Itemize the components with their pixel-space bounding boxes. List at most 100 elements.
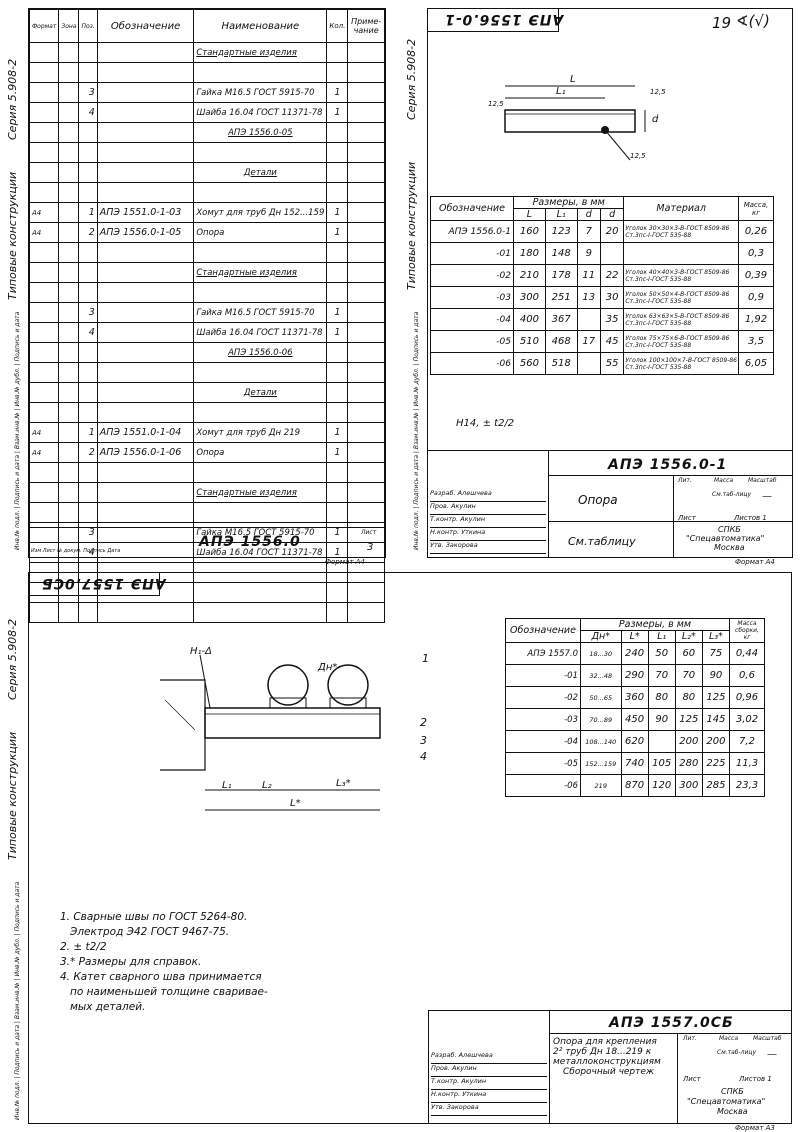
spec-qty (326, 142, 349, 163)
s3-L3: 125 (701, 686, 731, 709)
s2-L1: 367 (544, 308, 578, 331)
spec-format (28, 502, 60, 523)
spec-zone (58, 362, 80, 383)
spec-name: Опора (193, 222, 328, 243)
assy-pos4: 4 (420, 750, 427, 763)
spec-zone (58, 42, 80, 63)
sheet2-sheet: Лист (678, 514, 696, 522)
spec-note (347, 402, 385, 423)
sketch-L1: L₁ (556, 86, 566, 97)
sheet3-title: АПЭ 1557.0СБ (609, 1015, 734, 1031)
role-row: Утв. Закорова (431, 1103, 547, 1116)
s2-material-steel: Ст.3пс-I-ГОСТ 535-88 (625, 231, 692, 239)
s3-L2: 80 (674, 686, 703, 709)
s2-d2: 35 (599, 308, 625, 331)
s2-d2: 45 (599, 330, 625, 353)
spec-name (193, 282, 328, 303)
s3-L2: 200 (674, 730, 703, 753)
spec-qty (326, 282, 349, 303)
spec-format (28, 322, 60, 343)
s3-col-dn: Дн* (580, 630, 622, 643)
s3-L3: 225 (701, 752, 731, 775)
role-row: Разраб. Алешчева (430, 489, 546, 502)
spec-note (347, 442, 385, 463)
spec-row (28, 282, 385, 303)
spec-pos (78, 502, 98, 523)
s3-L1: 105 (647, 752, 676, 775)
spec-row: Стандартные изделия (28, 262, 385, 283)
spec-designation (96, 42, 195, 63)
s2-mass: 1,92 (738, 308, 774, 331)
s2-L: 160 (513, 220, 546, 243)
s2-L1: 468 (544, 330, 578, 353)
sheet2-lit: Лит. (678, 477, 692, 484)
spec-pos: 2 (78, 222, 98, 243)
clamp-2 (329, 697, 367, 709)
role-row: Разраб. Алешчева (431, 1051, 547, 1064)
spec-designation (96, 182, 195, 203)
sheet2-title: АПЭ 1556.0-1 (608, 457, 728, 473)
spec-pos (78, 182, 98, 203)
spec-qty (326, 602, 349, 623)
sheet2-page-no: 19 (712, 14, 732, 32)
sheet1-footer-cols: Изм Лист № докум. Подпись Дата (31, 548, 121, 554)
spec-note (347, 62, 385, 83)
spec-note (347, 222, 385, 243)
spec-row (28, 62, 385, 83)
s3-L1 (647, 730, 676, 753)
spec-qty: 1 (326, 322, 349, 343)
sketch-d2: 12,5 (630, 152, 646, 160)
spec-format: А4 (28, 222, 60, 243)
col-name: Наименование (193, 9, 328, 43)
sheet3-notes: 1. Сварные швы по ГОСТ 5264-80. Электрод… (60, 910, 360, 1015)
assy-l2: L₂ (262, 780, 272, 791)
spec-pos (78, 162, 98, 183)
spec-note (347, 422, 385, 443)
spec-designation (96, 322, 195, 343)
s3-dn: 152...159 (580, 752, 622, 775)
assy-dn: Дн* (318, 662, 338, 673)
spec-zone (58, 422, 80, 443)
spec-format (28, 182, 60, 203)
spec-note (347, 202, 385, 223)
spec-designation (96, 362, 195, 383)
spec-qty (326, 122, 349, 143)
spec-qty (326, 342, 349, 363)
s2-d: 13 (576, 286, 601, 309)
s2-material-profile: Уголок 75×75×6-В-ГОСТ 8509-86 (625, 334, 730, 342)
spec-qty: 1 (326, 442, 349, 463)
s2-mass: 0,39 (738, 264, 774, 287)
spec-format (28, 462, 60, 483)
s3-L: 360 (620, 686, 649, 709)
sheet2-org1: СПКБ (718, 525, 741, 534)
s2-d2: 30 (599, 286, 625, 309)
spec-pos (78, 462, 98, 483)
spec-designation (96, 142, 195, 163)
sheet3-org1: СПКБ (721, 1087, 744, 1096)
role-row: Н.контр. Уткина (431, 1090, 547, 1103)
s3-L1: 80 (647, 686, 676, 709)
assy-l1: L₁ (222, 780, 232, 791)
spec-name: Хомут для труб Дн 152...159 (193, 202, 328, 223)
s2-d: 9 (576, 242, 601, 265)
spec-designation (96, 502, 195, 523)
spec-zone (58, 302, 80, 323)
spec-pos (78, 382, 98, 403)
s3-col-L3: L₃* (701, 630, 731, 643)
spec-qty (326, 482, 349, 503)
sheet2-stamp-strip: Инв.№ подл. | Подпись и дата | Взам.инв.… (413, 311, 420, 550)
spec-format (28, 122, 60, 143)
s3-designation: -02 (505, 686, 581, 709)
spec-note (347, 502, 385, 523)
spec-name: Шайба 16.04 ГОСТ 11371-78 (193, 102, 328, 123)
sheet3-name3: металлоконструкциям (553, 1057, 661, 1067)
